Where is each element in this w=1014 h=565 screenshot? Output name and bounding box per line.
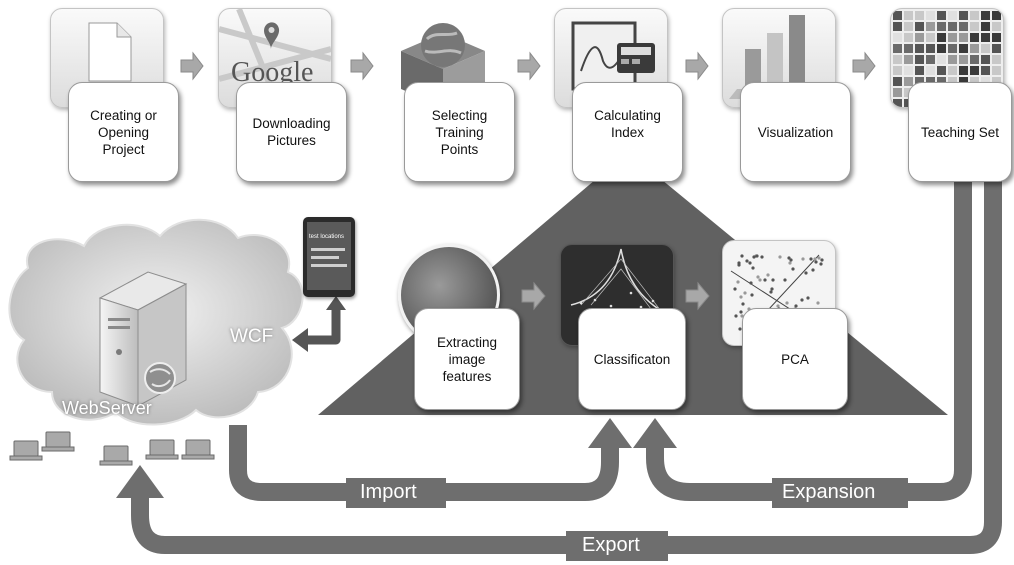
- analysis-label: PCA: [781, 351, 809, 367]
- step-downloading-pictures[interactable]: Downloading Pictures: [236, 82, 347, 182]
- phone-title: test locations: [309, 234, 345, 240]
- step-creating-project[interactable]: Creating or Opening Project: [68, 82, 179, 182]
- step-arrows: [180, 51, 876, 311]
- step-label: Calculating Index: [594, 108, 661, 140]
- step-label: Selecting Training Points: [431, 107, 488, 157]
- wcf-label: WCF: [230, 326, 274, 347]
- step-visualization[interactable]: Visualization: [740, 82, 851, 182]
- arrow-heads: [116, 418, 677, 498]
- step-selecting-training-points[interactable]: Selecting Training Points: [404, 82, 515, 182]
- step-teaching-set[interactable]: Teaching Set: [908, 82, 1012, 182]
- classification-plot-icon: [570, 248, 670, 316]
- teaching-set-grid-image: [890, 8, 1004, 108]
- webserver-label: WebServer: [62, 398, 152, 418]
- server-icon: [98, 271, 188, 407]
- step-label: Teaching Set: [920, 124, 1000, 140]
- step-label: Creating or Opening Project: [90, 107, 157, 157]
- document-icon: [88, 22, 132, 82]
- analysis-classification[interactable]: Classificaton: [578, 308, 686, 410]
- phone-screen: test locations: [307, 222, 351, 290]
- smartphone-icon: test locations: [303, 217, 355, 297]
- step-label: Downloading Pictures: [252, 116, 331, 148]
- analysis-pca[interactable]: PCA: [742, 308, 848, 410]
- export-label: Export: [582, 534, 640, 556]
- expansion-label: Expansion: [782, 481, 876, 503]
- index-chart-icon: [571, 21, 655, 91]
- analysis-label: Extracting image features: [436, 334, 498, 384]
- analysis-label: Classificaton: [593, 351, 671, 367]
- phone-link-arrow: [306, 306, 341, 345]
- step-calculating-index[interactable]: Calculating Index: [572, 82, 683, 182]
- import-label: Import: [360, 481, 417, 503]
- laptop-icons: [9, 431, 215, 466]
- analysis-extracting-features[interactable]: Extracting image features: [414, 308, 520, 410]
- step-label: Visualization: [757, 124, 834, 140]
